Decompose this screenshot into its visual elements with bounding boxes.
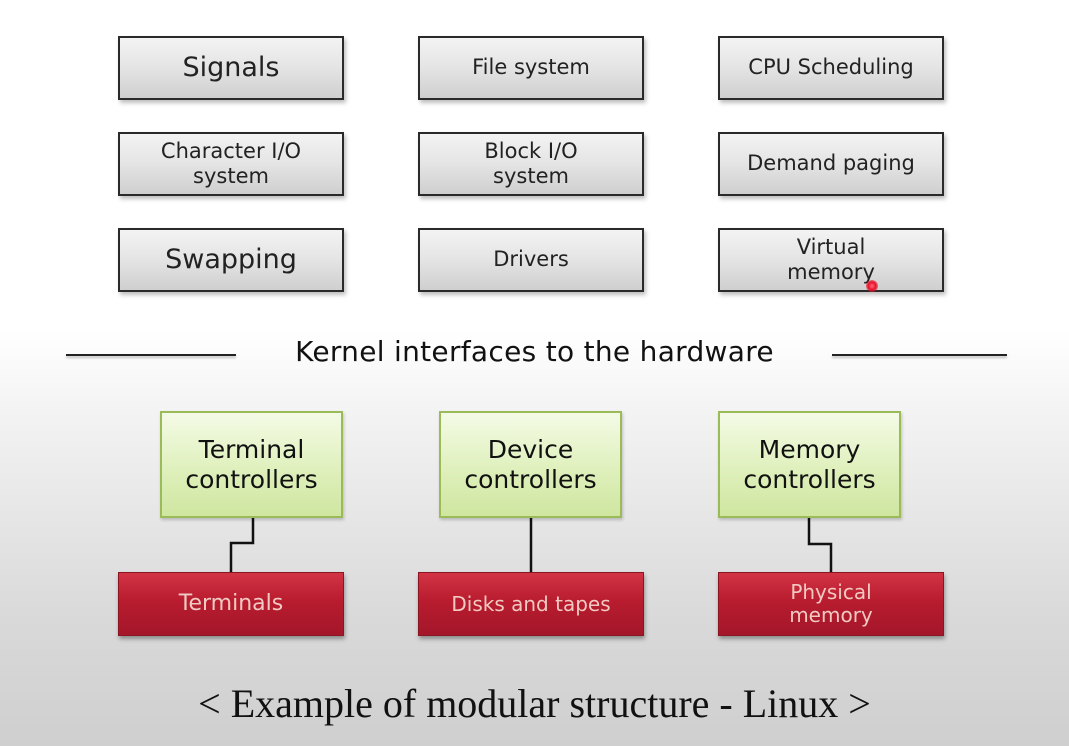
module-label: Swapping bbox=[165, 243, 297, 275]
module-drivers: Drivers bbox=[418, 228, 644, 292]
hardware-disks-and-tapes: Disks and tapes bbox=[418, 572, 644, 636]
controller-memory: Memory controllers bbox=[718, 411, 901, 518]
module-label: CPU Scheduling bbox=[748, 55, 914, 80]
divider-line-right bbox=[832, 354, 1007, 356]
module-block-io-system: Block I/O system bbox=[418, 132, 644, 196]
module-label: Signals bbox=[182, 51, 280, 83]
module-character-io-system: Character I/O system bbox=[118, 132, 344, 196]
controller-label: Terminal controllers bbox=[185, 434, 318, 494]
controller-terminal: Terminal controllers bbox=[160, 411, 343, 518]
module-label: Virtual memory bbox=[787, 234, 875, 284]
module-label: File system bbox=[472, 55, 590, 80]
module-label: Demand paging bbox=[747, 151, 915, 176]
controller-label: Device controllers bbox=[464, 434, 597, 494]
figure-caption: < Example of modular structure - Linux > bbox=[198, 681, 871, 726]
hardware-terminals: Terminals bbox=[118, 572, 344, 636]
module-cpu-scheduling: CPU Scheduling bbox=[718, 36, 944, 100]
divider-label: Kernel interfaces to the hardware bbox=[295, 335, 774, 368]
connector-memory bbox=[807, 518, 833, 572]
controller-device: Device controllers bbox=[439, 411, 622, 518]
hardware-label: Disks and tapes bbox=[451, 592, 611, 616]
hardware-physical-memory: Physical memory bbox=[718, 572, 944, 636]
module-demand-paging: Demand paging bbox=[718, 132, 944, 196]
module-label: Character I/O system bbox=[160, 138, 302, 188]
module-signals: Signals bbox=[118, 36, 344, 100]
connector-terminal bbox=[229, 518, 255, 572]
module-swapping: Swapping bbox=[118, 228, 344, 292]
controller-label: Memory controllers bbox=[743, 434, 876, 494]
module-virtual-memory: Virtual memory bbox=[718, 228, 944, 292]
divider-line-left bbox=[66, 354, 236, 356]
hardware-label: Terminals bbox=[178, 590, 284, 616]
module-label: Drivers bbox=[493, 247, 569, 272]
module-file-system: File system bbox=[418, 36, 644, 100]
hardware-label: Physical memory bbox=[789, 580, 873, 627]
laser-pointer-icon bbox=[866, 280, 878, 292]
module-label: Block I/O system bbox=[484, 138, 578, 188]
